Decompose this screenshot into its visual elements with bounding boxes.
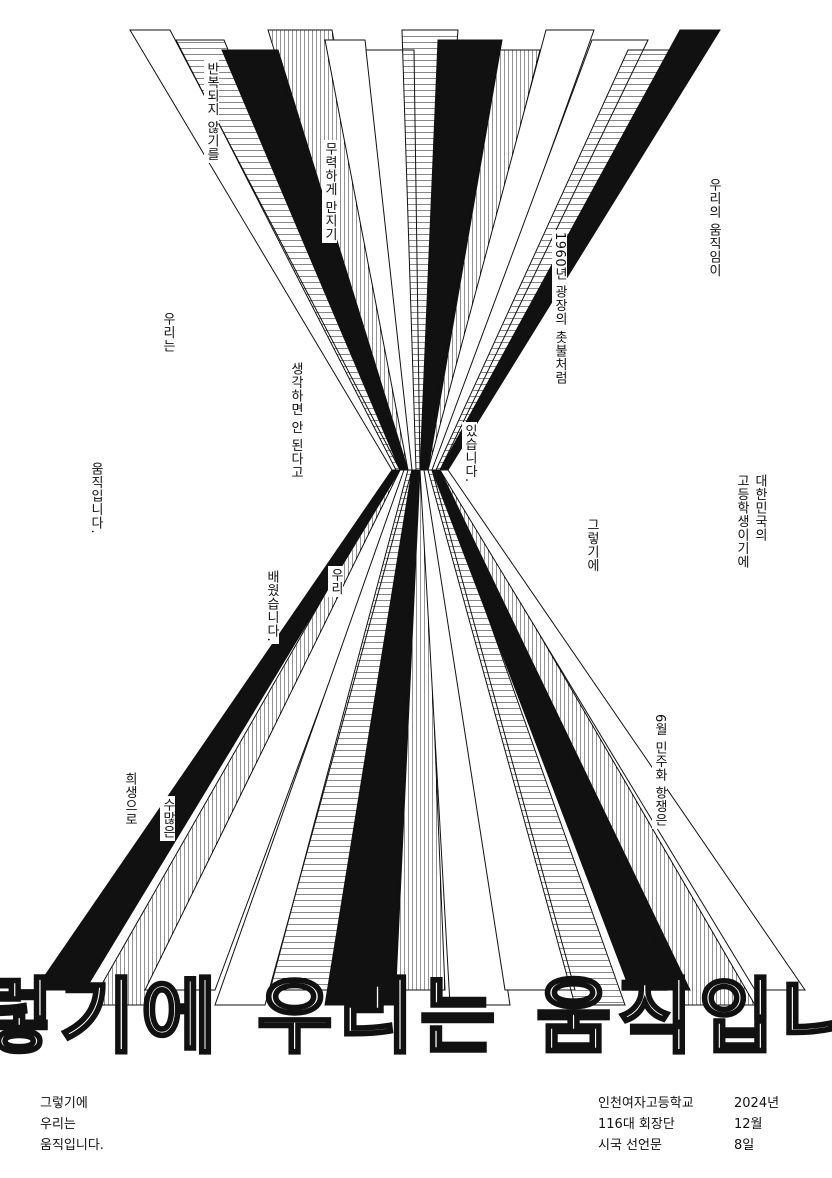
- vertical-label: 대한민국의: [752, 472, 767, 544]
- vertical-label: 우리의 움직임이: [706, 176, 721, 280]
- footer-date: 2024년 12월 8일: [734, 1096, 780, 1153]
- footer-slogan: 그렇기에 우리는 움직입니다.: [40, 1096, 104, 1153]
- vertical-label: 움직입니다.: [88, 460, 103, 537]
- vertical-label: 1960년 광장의 촛불처럼: [552, 230, 567, 387]
- title-outline-text: 그렇기에 우리는 움직입니다: [0, 969, 832, 1067]
- poster-title: 그렇기에 우리는 움직입니다: [0, 970, 832, 1065]
- beam-shape: [439, 469, 806, 991]
- hourglass-line-artwork: 그렇기에 우리는 움직입니다: [0, 29, 832, 1067]
- vertical-label: 배웠습니다.: [264, 568, 279, 645]
- vertical-label: 있습니다.: [462, 422, 477, 485]
- vertical-label: 고등학생이기에: [734, 472, 749, 571]
- vertical-label: 우리는: [160, 310, 175, 355]
- vertical-label: 그렇기에: [584, 516, 599, 574]
- footer-organization: 인천여자고등학교 116대 회장단 시국 선언문: [598, 1096, 694, 1153]
- bottom-beams: [34, 469, 806, 1006]
- vertical-label: 우리: [328, 566, 343, 597]
- vertical-label: 희생으로: [122, 770, 137, 828]
- vertical-label: 무력하게 만지기: [322, 140, 337, 244]
- vertical-label: 반복되지 않기를: [204, 60, 219, 164]
- vertical-label: 생각하면 안 된다고: [288, 360, 303, 482]
- vertical-label: 6월 민주화 항쟁은: [652, 712, 667, 829]
- vertical-label: 수많은: [160, 796, 175, 841]
